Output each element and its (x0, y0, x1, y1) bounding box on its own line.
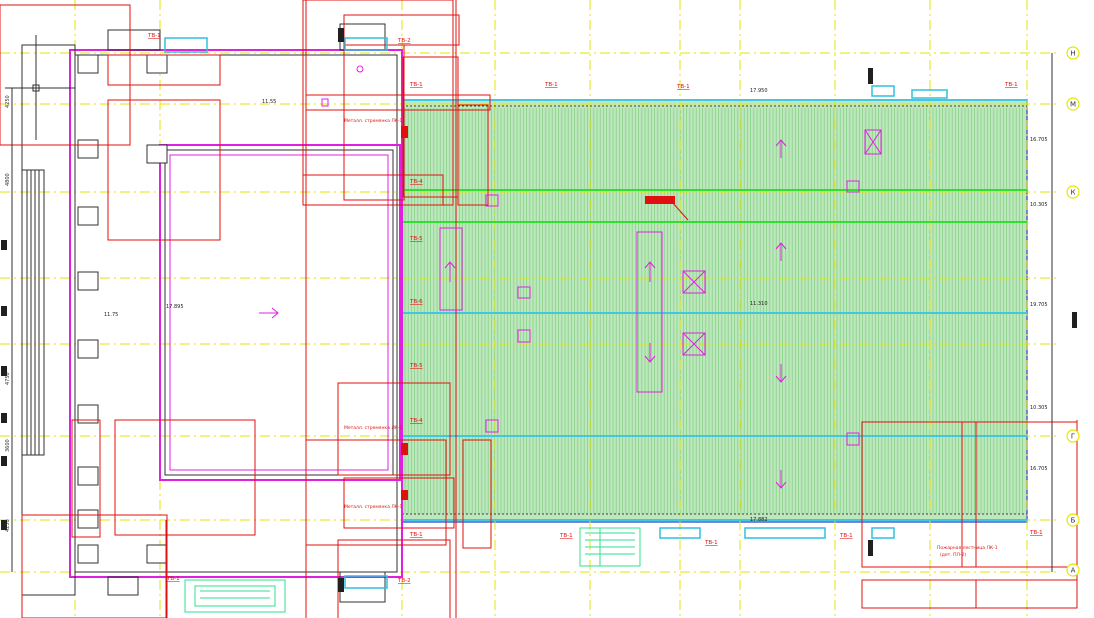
axis-bubble (1066, 97, 1080, 111)
axis-bubble (1066, 46, 1080, 60)
axis-label: Н (1070, 50, 1075, 58)
node-tag: ТВ-5 (409, 236, 423, 242)
external-stairs (184, 527, 641, 613)
wall-columns (77, 54, 168, 564)
node-tag: ТВ-1 (559, 533, 573, 539)
elevation-label: 17.895 (166, 304, 184, 310)
elevation-label: 16.705 (1030, 466, 1048, 472)
column (146, 144, 168, 164)
column (77, 544, 99, 564)
elevation-marks: 11.55 11.75 17.895 17.950 17.882 11.310 … (104, 88, 1048, 523)
column (77, 139, 99, 159)
column (77, 509, 99, 529)
node-tag: ТВ-1 (704, 540, 718, 546)
node-tag: ТВ-1 (147, 33, 161, 39)
dim-label: 4750 (5, 372, 11, 385)
elevation-label: 11.55 (262, 99, 276, 105)
note-label: Металл. стремянка ЛК-1 (344, 425, 403, 431)
node-tag: ТВ-1 (1029, 530, 1043, 536)
node-tag: ТВ-5 (409, 363, 423, 369)
roof-valleys (402, 189, 1027, 223)
elevation-label: 11.75 (104, 312, 118, 318)
roof-slope-hatching (404, 108, 1023, 514)
node-tag: ТВ-1 (409, 532, 423, 538)
left-building (5, 23, 403, 603)
node-tag: ТВ-1 (544, 82, 558, 88)
drain-markers (401, 126, 675, 500)
notes: Металл. стремянка ЛК-1 Металл. стремянка… (344, 118, 998, 558)
dimension-labels: 4250 4800 4750 3600 4250 (5, 95, 11, 532)
elevation-label: 16.705 (1030, 137, 1048, 143)
roof-hatches (259, 65, 882, 489)
note-label: Металл. стремянка ЛК-1 (344, 504, 403, 510)
note-label: Металл. стремянка ЛК-1 (344, 118, 403, 124)
axis-bubbles: Н М К Г Б А (1066, 46, 1080, 577)
column (77, 466, 99, 486)
axis-bubble (1066, 185, 1080, 199)
node-tag: ТВ-1 (676, 84, 690, 90)
elevation-label: 17.950 (750, 88, 768, 94)
node-tag: ТВ-4 (409, 179, 423, 185)
roof-joints (402, 99, 1027, 521)
column (77, 54, 99, 74)
node-tag: ТВ-4 (409, 418, 423, 424)
node-tag: ТВ-1 (1004, 82, 1018, 88)
node-tag: ТВ-2 (397, 578, 411, 584)
column (77, 339, 99, 359)
elevation-label: 19.705 (1030, 302, 1048, 308)
note-label: (дет. ПЛ-2) (940, 552, 966, 558)
axis-bubble (1066, 563, 1080, 577)
axis-label: А (1071, 567, 1076, 575)
column (77, 271, 99, 291)
elevation-label: 10.305 (1030, 202, 1048, 208)
axis-label: К (1071, 189, 1076, 197)
axis-label: Б (1071, 517, 1076, 525)
column (146, 54, 168, 74)
roof-area (401, 99, 1028, 523)
node-tag: ТВ-1 (839, 533, 853, 539)
dim-label: 4250 (5, 95, 11, 108)
note-label: Пожарная лестница ЛК-1 (937, 545, 998, 551)
elevation-label: 11.310 (750, 301, 768, 307)
axis-bubble (1066, 513, 1080, 527)
dim-label: 4250 (5, 519, 11, 532)
parapet (402, 105, 1027, 515)
node-tags: ТВ-1 ТВ-2 ТВ-1 ТВ-1 ТВ-1 ТВ-1 ТВ-4 ТВ-5 … (147, 33, 1043, 584)
axis-bubble (1066, 429, 1080, 443)
axis-label: Г (1071, 433, 1075, 441)
elevation-label: 10.305 (1030, 405, 1048, 411)
node-tag: ТВ-6 (409, 299, 423, 305)
column (77, 404, 99, 424)
skylights (164, 37, 948, 589)
node-tag: ТВ-1 (166, 576, 180, 582)
dim-label: 3600 (5, 439, 11, 452)
column (77, 206, 99, 226)
axis-label: М (1070, 101, 1076, 109)
column (146, 544, 168, 564)
node-tag: ТВ-1 (409, 82, 423, 88)
elevation-label: 17.882 (750, 517, 768, 523)
node-tag: ТВ-2 (397, 38, 411, 44)
downpipes (1, 28, 1077, 592)
dim-label: 4800 (5, 173, 11, 186)
